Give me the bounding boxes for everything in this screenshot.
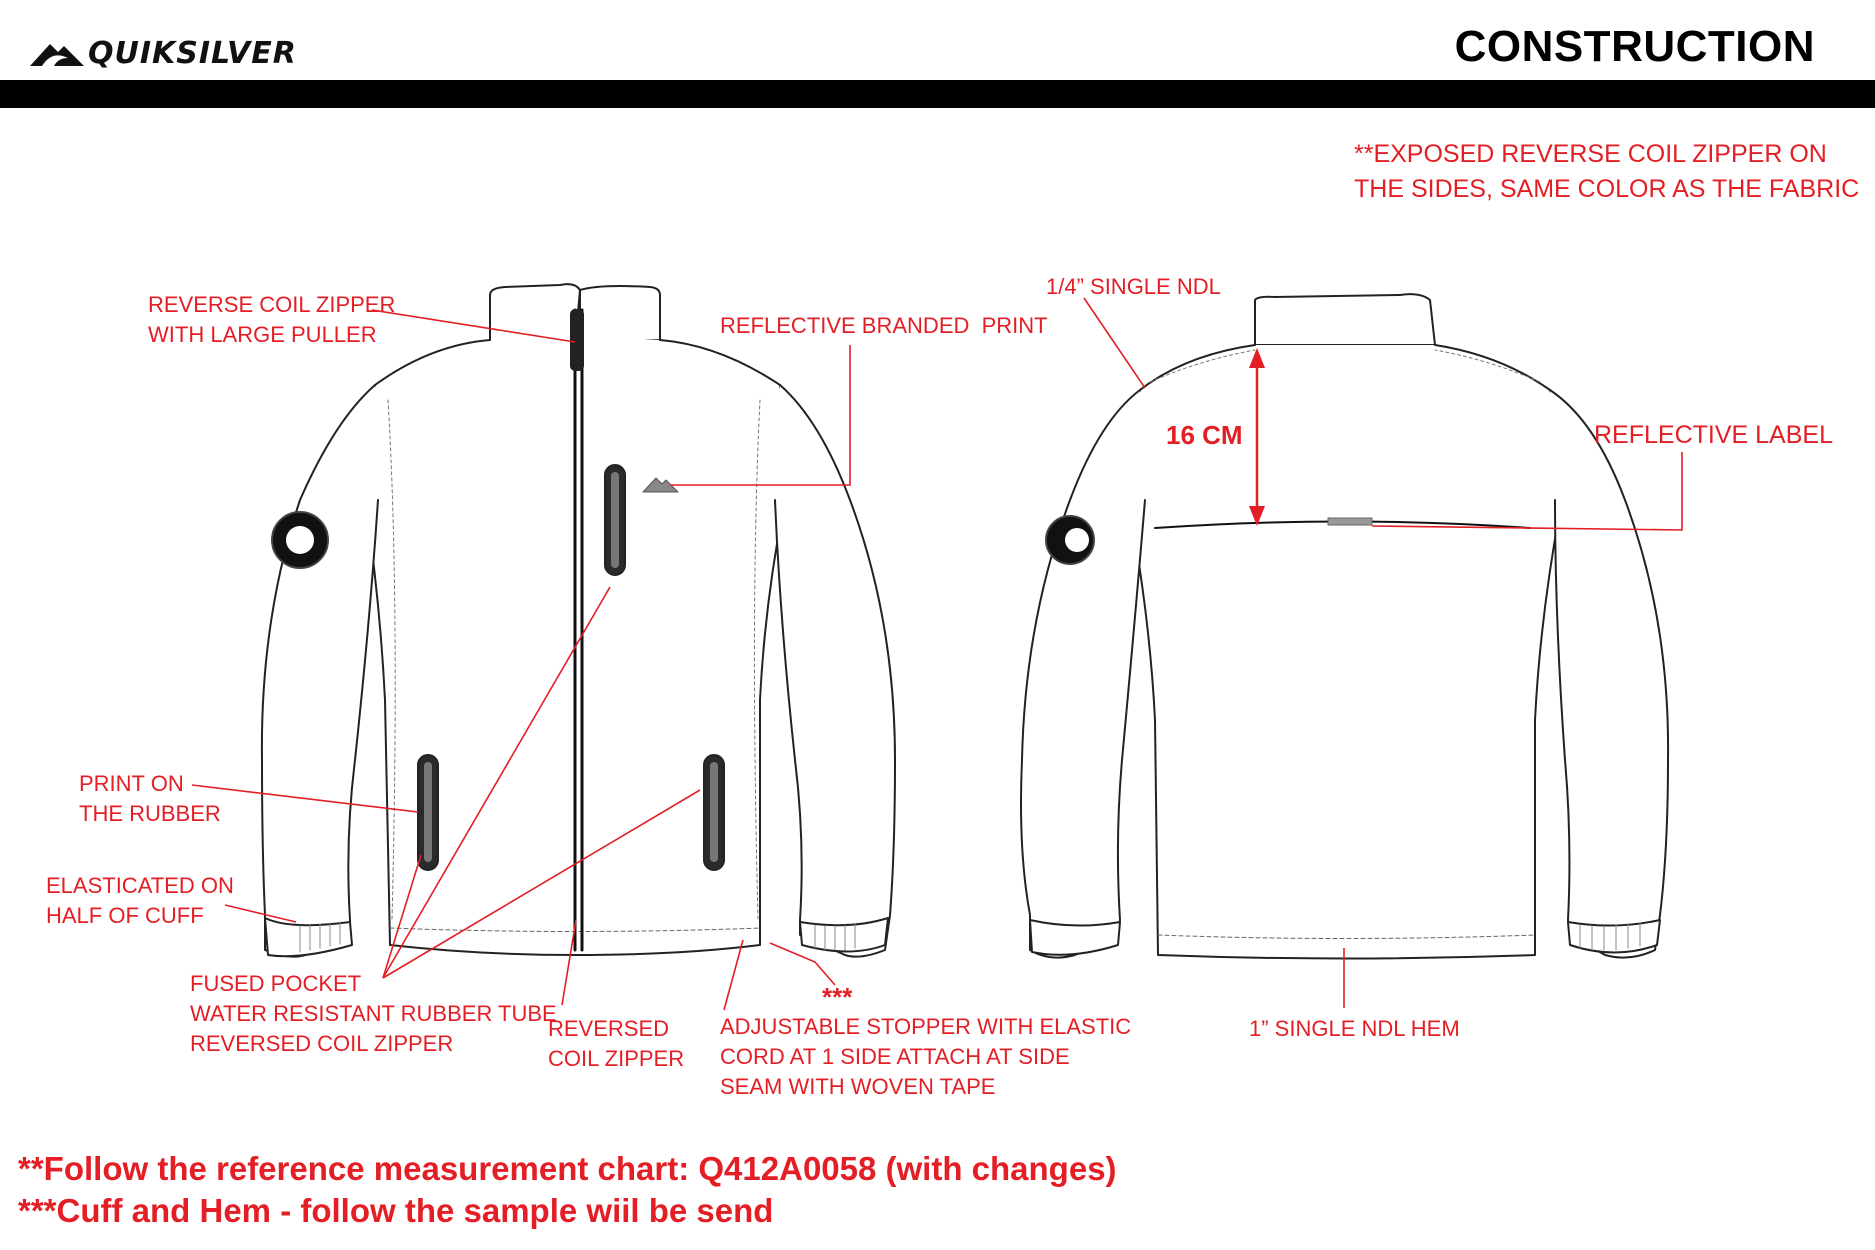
label-reverse-coil-zipper: REVERSE COIL ZIPPER WITH LARGE PULLER (148, 292, 396, 347)
label-fused-pocket: FUSED POCKET WATER RESISTANT RUBBER TUBE… (190, 971, 557, 1056)
footer-note-cuff-hem: ***Cuff and Hem - follow the sample wiil… (18, 1192, 774, 1229)
label-yoke-measurement: 16 CM (1166, 420, 1243, 450)
header: QUIKSILVER CONSTRUCTION (0, 0, 1875, 110)
exposed-zipper-note: **EXPOSED REVERSE COIL ZIPPER ON THE SID… (1354, 140, 1860, 203)
label-stopper-marker: *** (822, 982, 853, 1012)
label-print-on-rubber: PRINT ON THE RUBBER (79, 771, 221, 826)
wave-mountain-icon (30, 44, 84, 66)
page-title: CONSTRUCTION (1454, 22, 1815, 71)
label-reversed-coil-zipper: REVERSED COIL ZIPPER (548, 1016, 685, 1071)
label-elasticated-cuff: ELASTICATED ON HALF OF CUFF (46, 873, 234, 928)
label-hem: 1” SINGLE NDL HEM (1249, 1016, 1460, 1041)
label-reflective-branded-print: REFLECTIVE BRANDED PRINT (720, 313, 1048, 338)
footer-note-measurement: **Follow the reference measurement chart… (18, 1150, 1117, 1187)
annotation-leaders (191, 297, 1683, 1011)
label-adjustable-stopper: ADJUSTABLE STOPPER WITH ELASTIC CORD AT … (720, 1014, 1132, 1099)
label-reflective-label: REFLECTIVE LABEL (1594, 421, 1833, 449)
header-divider-bar (0, 80, 1875, 108)
front-jacket-sketch (260, 283, 896, 958)
brand-logo: QUIKSILVER (28, 36, 318, 72)
label-single-ndl: 1/4” SINGLE NDL (1046, 274, 1221, 299)
brand-wordmark: QUIKSILVER (88, 36, 297, 71)
back-jacket-sketch (1020, 293, 1670, 960)
